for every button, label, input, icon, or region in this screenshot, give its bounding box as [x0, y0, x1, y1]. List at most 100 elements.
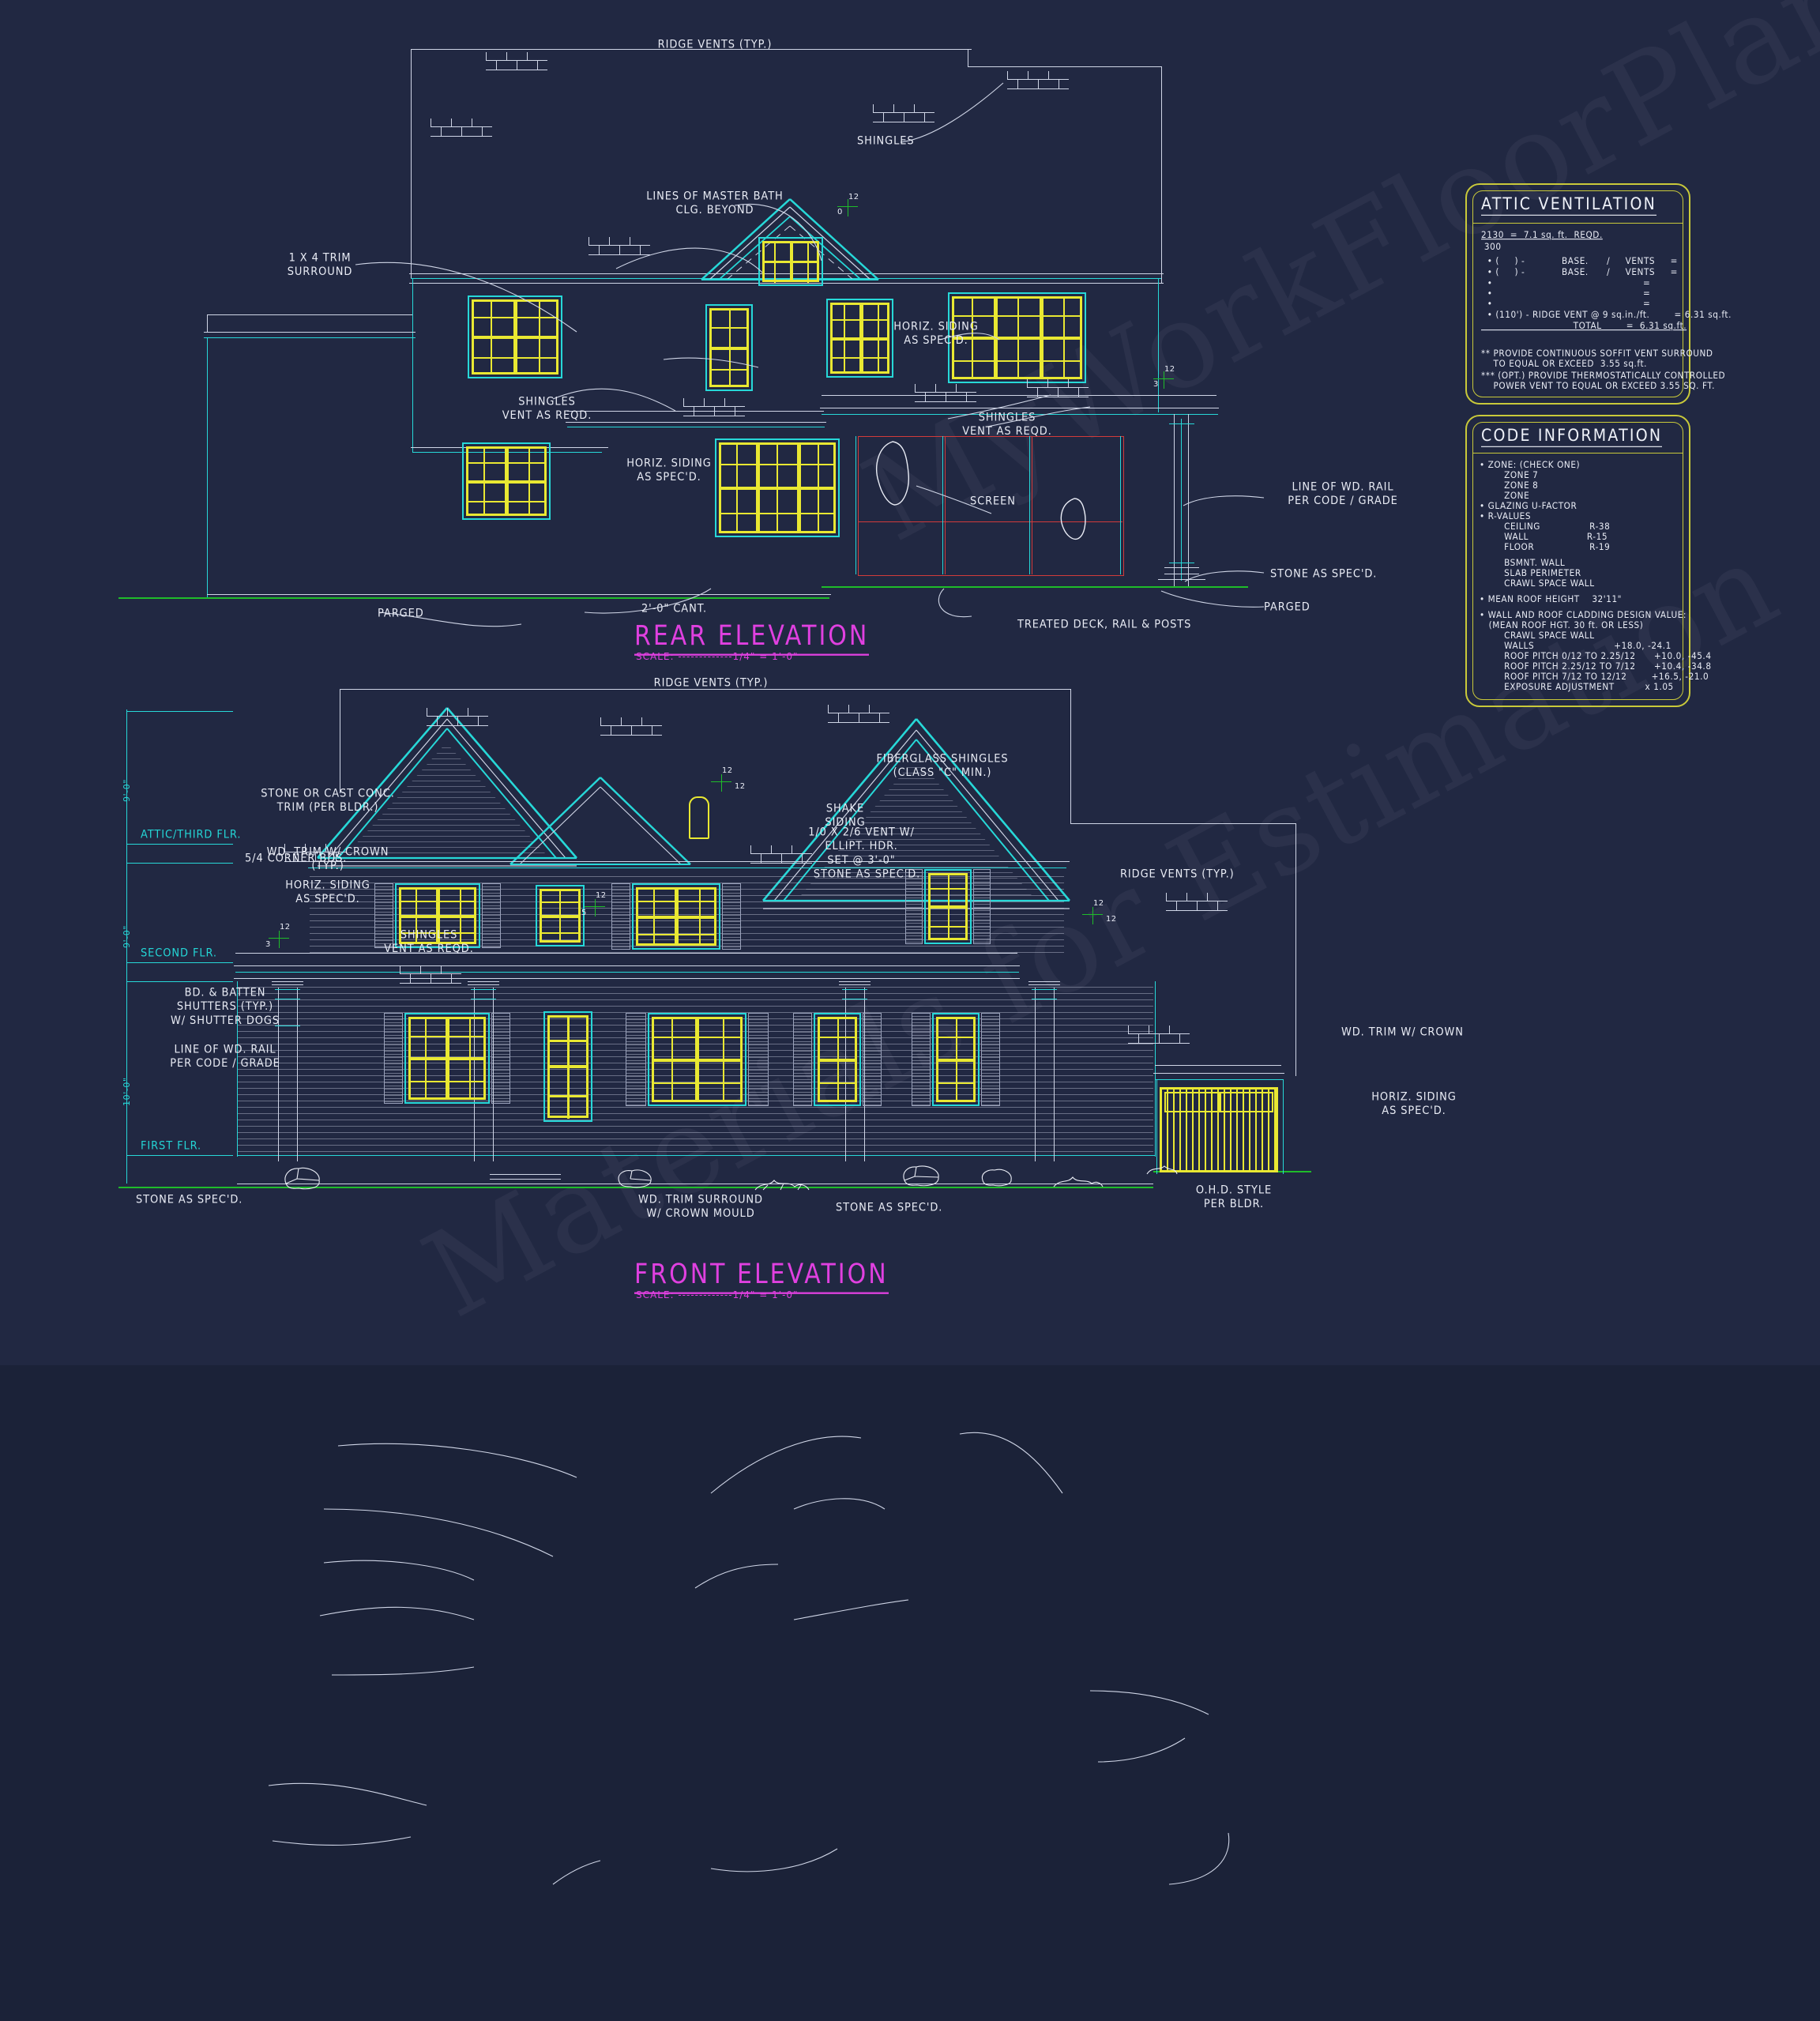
annotation-horiz-siding-left: HORIZ. SIDING AS SPEC'D.: [626, 457, 712, 484]
shrub-symbol: [1053, 1176, 1104, 1187]
annotation-parged-left: PARGED: [378, 607, 424, 620]
rear-middle-tall-window: [705, 304, 753, 391]
dim-attic-third-height: 9'-0": [122, 778, 132, 802]
annotation-shingles: SHINGLES: [857, 134, 915, 148]
annotation-treated-deck: TREATED DECK, RAIL & POSTS: [1017, 618, 1192, 631]
shrub-symbol: [1146, 1165, 1178, 1175]
dim-label-attic-third-flr: ATTIC/THIRD FLR.: [141, 828, 242, 841]
annotation-wd-trim-crown-typ: WD. TRIM W/ CROWN (TYP.): [266, 845, 389, 873]
code-information-line-4: • GLAZING U-FACTOR: [1480, 501, 1577, 512]
dim-second-height: 9'-0": [122, 924, 132, 948]
code-information-line-6: CEILING R-38: [1480, 521, 1611, 533]
first-floor-window-4: [932, 1013, 980, 1106]
gable-elliptical-vent: [689, 796, 709, 839]
code-information-line-14: • MEAN ROOF HEIGHT 32'11": [1480, 594, 1623, 605]
shutter: [626, 1013, 646, 1106]
screen-figure-left: [876, 441, 909, 506]
annotation-shingles-vent-left: SHINGLES VENT AS REQD.: [502, 395, 592, 423]
stone-veneer-accent: [981, 1169, 1012, 1187]
attic-ventilation-line-3: • ( ) - BASE. / VENTS =: [1481, 267, 1678, 278]
annotation-stone-as-specd: STONE AS SPEC'D.: [1270, 567, 1378, 581]
rear-lower-left-window: [462, 442, 551, 520]
shutter: [482, 883, 501, 948]
first-floor-window-3: [814, 1013, 861, 1106]
code-information-line-16: • WALL AND ROOF CLADDING DESIGN VALUE:: [1480, 610, 1687, 621]
front-center-dormer: [510, 777, 691, 865]
code-information-line-7: WALL R-15: [1480, 532, 1608, 543]
annotation-cantilever: 2'-0" CANT.: [641, 602, 708, 615]
rear-right-small-window: [826, 299, 893, 378]
front-elevation-scale: SCALE: -------------1/4" = 1'-0": [636, 1289, 799, 1300]
second-floor-window-3: [632, 883, 720, 950]
code-information-line-19: WALLS +18.0, -24.1: [1480, 641, 1671, 652]
annotation-line-of-wd-rail: LINE OF WD. RAIL PER CODE / GRADE: [1288, 480, 1398, 508]
drawing-sheet: MyWorkFloorPlans.com Materials for Estim…: [0, 0, 1732, 1885]
attic-ventilation-line-5: • =: [1481, 288, 1651, 299]
screen-figure-right: [1060, 498, 1086, 540]
rear-elevation-scale: SCALE: -------------1/4" = 1'-0": [636, 651, 799, 662]
attic-ventilation-line-0: 2130 = 7.1 sq. ft. REQD.: [1481, 230, 1603, 241]
rear-elevation-drawing: 12 0 12 3: [0, 0, 1422, 662]
shutter: [912, 1013, 931, 1106]
front-elevation-drawing: 9'-0" 9'-0" 10'-0" ATTIC/THIRD FLR. SECO…: [0, 656, 1463, 1885]
code-information-line-12: CRAWL SPACE WALL: [1480, 578, 1595, 589]
attic-ventilation-line-2: • ( ) - BASE. / VENTS =: [1481, 256, 1678, 267]
annotation-trim-surround: 1 X 4 TRIM SURROUND: [287, 251, 353, 279]
rear-gable-window: [758, 237, 823, 286]
attic-ventilation-line-8: TOTAL = 6.31 sq.ft.: [1481, 321, 1687, 332]
annotation-horiz-siding-upper-right: HORIZ. SIDING AS SPEC'D.: [893, 320, 979, 348]
rear-bay-window: [715, 438, 840, 537]
annotation-ridge-vents-right: RIDGE VENTS (TYP.): [1120, 867, 1235, 881]
front-entry-door: [543, 1011, 592, 1122]
shrub-symbol: [754, 1180, 810, 1191]
shutter: [748, 1013, 769, 1106]
dim-label-second-flr: SECOND FLR.: [141, 947, 217, 960]
front-elevation-title-main: FRONT ELEVATION: [634, 1259, 889, 1294]
code-information-line-23: EXPOSURE ADJUSTMENT x 1.05: [1480, 682, 1674, 693]
annotation-corner-bds: 5/4 CORNER BDS.: [245, 852, 348, 865]
attic-ventilation-note-3: POWER VENT TO EQUAL OR EXCEED 3.55 SQ. F…: [1481, 381, 1715, 392]
first-floor-window-1: [404, 1013, 490, 1104]
attic-ventilation-panel: ATTIC VENTILATION 2130 = 7.1 sq. ft. REQ…: [1465, 183, 1731, 405]
attic-ventilation-note-1: TO EQUAL OR EXCEED 3.55 sq.ft.: [1481, 359, 1648, 370]
shutter: [611, 883, 630, 950]
code-information-line-11: SLAB PERIMETER: [1480, 568, 1581, 579]
annotation-ridge-vents: RIDGE VENTS (TYP.): [657, 38, 773, 51]
annotation-vent-ellipt-hdr: 1/0 X 2/6 VENT W/ ELLIPT. HDR. SET @ 3'-…: [808, 826, 915, 867]
attic-ventilation-line-1: 300: [1481, 242, 1502, 253]
annotation-stone-as-specd-bottom: STONE AS SPEC'D.: [836, 1201, 943, 1214]
code-information-panel: CODE INFORMATION • ZONE: (CHECK ONE) ZON…: [1465, 415, 1712, 707]
annotation-ohd-style: O.H.D. STYLE PER BLDR.: [1195, 1184, 1273, 1211]
annotation-ridge-vents-top: RIDGE VENTS (TYP.): [653, 676, 769, 690]
shutter: [981, 1013, 1000, 1106]
attic-ventilation-line-7: • (110') - RIDGE VENT @ 9 sq.in./ft. = 6…: [1481, 310, 1732, 321]
front-right-gable: [762, 718, 1070, 909]
annotation-shake-siding: SHAKE SIDING: [825, 802, 866, 830]
second-floor-window-4: [924, 869, 972, 944]
annotation-wd-trim-crown-right: WD. TRIM W/ CROWN: [1341, 1026, 1464, 1039]
shutter: [722, 883, 741, 950]
attic-ventilation-line-4: • =: [1481, 278, 1651, 289]
annotation-bd-batten-shutters: BD. & BATTEN SHUTTERS (TYP.) W/ SHUTTER …: [170, 986, 280, 1028]
code-information-line-17: (MEAN ROOF HGT. 30 ft. OR LESS): [1480, 620, 1644, 631]
code-information-line-3: ZONE: [1480, 491, 1530, 502]
attic-ventilation-note-0: ** PROVIDE CONTINUOUS SOFFIT VENT SURROU…: [1481, 348, 1713, 359]
code-information-line-2: ZONE 8: [1480, 480, 1539, 491]
annotation-screen: SCREEN: [970, 495, 1016, 508]
first-floor-window-2: [648, 1013, 746, 1106]
annotation-shingles-vent: SHINGLES VENT AS REQD.: [384, 928, 474, 956]
code-information-line-5: • R-VALUES: [1480, 511, 1532, 522]
attic-ventilation-line-6: • =: [1481, 299, 1651, 310]
code-information-line-8: FLOOR R-19: [1480, 542, 1611, 553]
shutter: [863, 1013, 882, 1106]
shutter: [384, 1013, 403, 1104]
shutter: [793, 1013, 812, 1106]
shutter: [973, 869, 991, 944]
rear-upper-left-window: [468, 295, 562, 378]
shutter: [491, 1013, 510, 1104]
annotation-master-bath: LINES OF MASTER BATH CLG. BEYOND: [646, 190, 784, 217]
code-information-line-18: CRAWL SPACE WALL: [1480, 630, 1595, 642]
code-information-line-20: ROOF PITCH 0/12 TO 2.25/12 +10.0, -45.4: [1480, 651, 1712, 662]
annotation-line-of-wd-rail: LINE OF WD. RAIL PER CODE / GRADE: [170, 1043, 280, 1071]
annotation-parged-right: PARGED: [1264, 600, 1310, 614]
